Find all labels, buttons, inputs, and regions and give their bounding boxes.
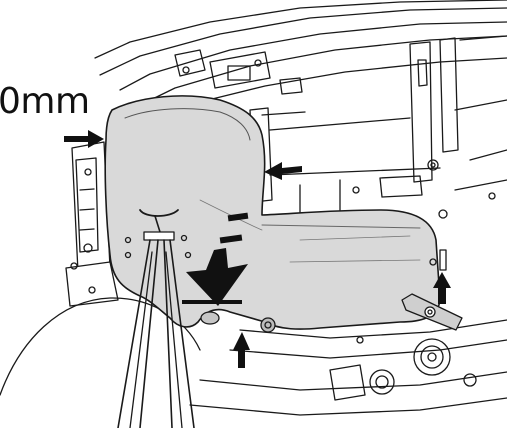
arrow-left-icon bbox=[264, 162, 302, 180]
arrow-up-icon bbox=[433, 272, 451, 304]
arrow-up-icon bbox=[233, 332, 250, 368]
dash-marker-icon bbox=[227, 212, 249, 222]
arrow-down-icon bbox=[186, 248, 248, 306]
fuel-tank bbox=[104, 95, 441, 333]
lower-crossmember bbox=[189, 319, 507, 416]
indicator-arrows bbox=[64, 130, 451, 368]
lowering-direction-indicator bbox=[182, 212, 249, 306]
arrow-right-icon bbox=[64, 130, 104, 148]
dash-marker-icon bbox=[219, 234, 243, 244]
measurement-callout-label: 0mm bbox=[0, 81, 90, 122]
transmission-jack bbox=[117, 209, 195, 428]
tank-strap-bracket bbox=[401, 249, 463, 331]
vehicle-frame bbox=[94, 0, 507, 219]
